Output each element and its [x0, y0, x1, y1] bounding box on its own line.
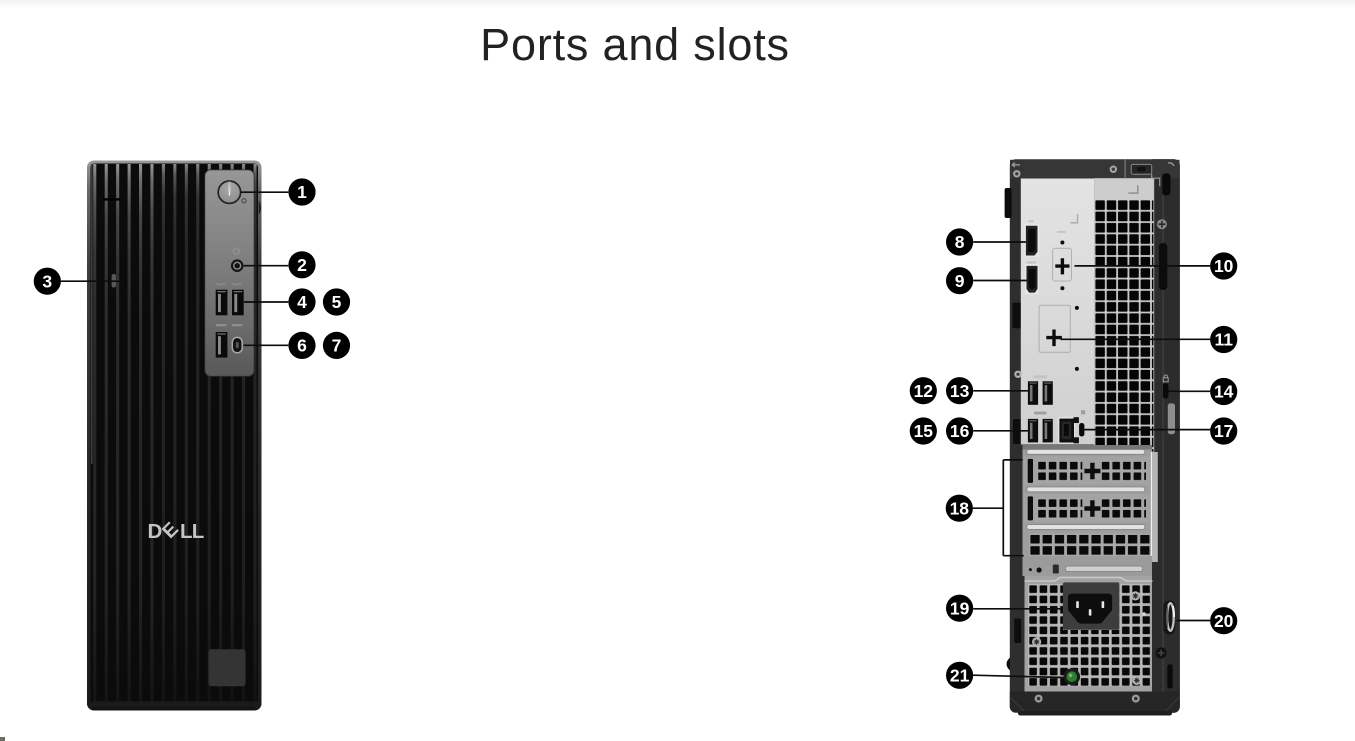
- svg-text:11: 11: [1214, 330, 1233, 350]
- svg-text:5: 5: [332, 292, 342, 312]
- svg-text:20: 20: [1214, 611, 1234, 631]
- svg-text:7: 7: [332, 336, 342, 356]
- svg-text:10: 10: [1214, 256, 1234, 276]
- svg-text:21: 21: [950, 666, 970, 686]
- svg-text:D: D: [148, 520, 163, 543]
- svg-text:6: 6: [297, 336, 307, 356]
- svg-text:14: 14: [1214, 382, 1234, 402]
- svg-text:Ports and slots: Ports and slots: [480, 19, 790, 70]
- svg-text:4: 4: [297, 292, 307, 312]
- svg-text:18: 18: [950, 498, 970, 518]
- svg-text:9: 9: [955, 271, 965, 291]
- svg-text:12: 12: [914, 381, 934, 401]
- svg-text:3: 3: [42, 271, 52, 291]
- svg-text:LL: LL: [180, 520, 204, 543]
- svg-text:2: 2: [297, 255, 307, 275]
- svg-text:8: 8: [955, 232, 965, 252]
- svg-text:19: 19: [950, 598, 970, 618]
- svg-text:17: 17: [1214, 421, 1233, 441]
- svg-text:13: 13: [950, 381, 970, 401]
- svg-text:16: 16: [950, 421, 970, 441]
- svg-text:1: 1: [297, 182, 307, 202]
- svg-text:15: 15: [914, 421, 934, 441]
